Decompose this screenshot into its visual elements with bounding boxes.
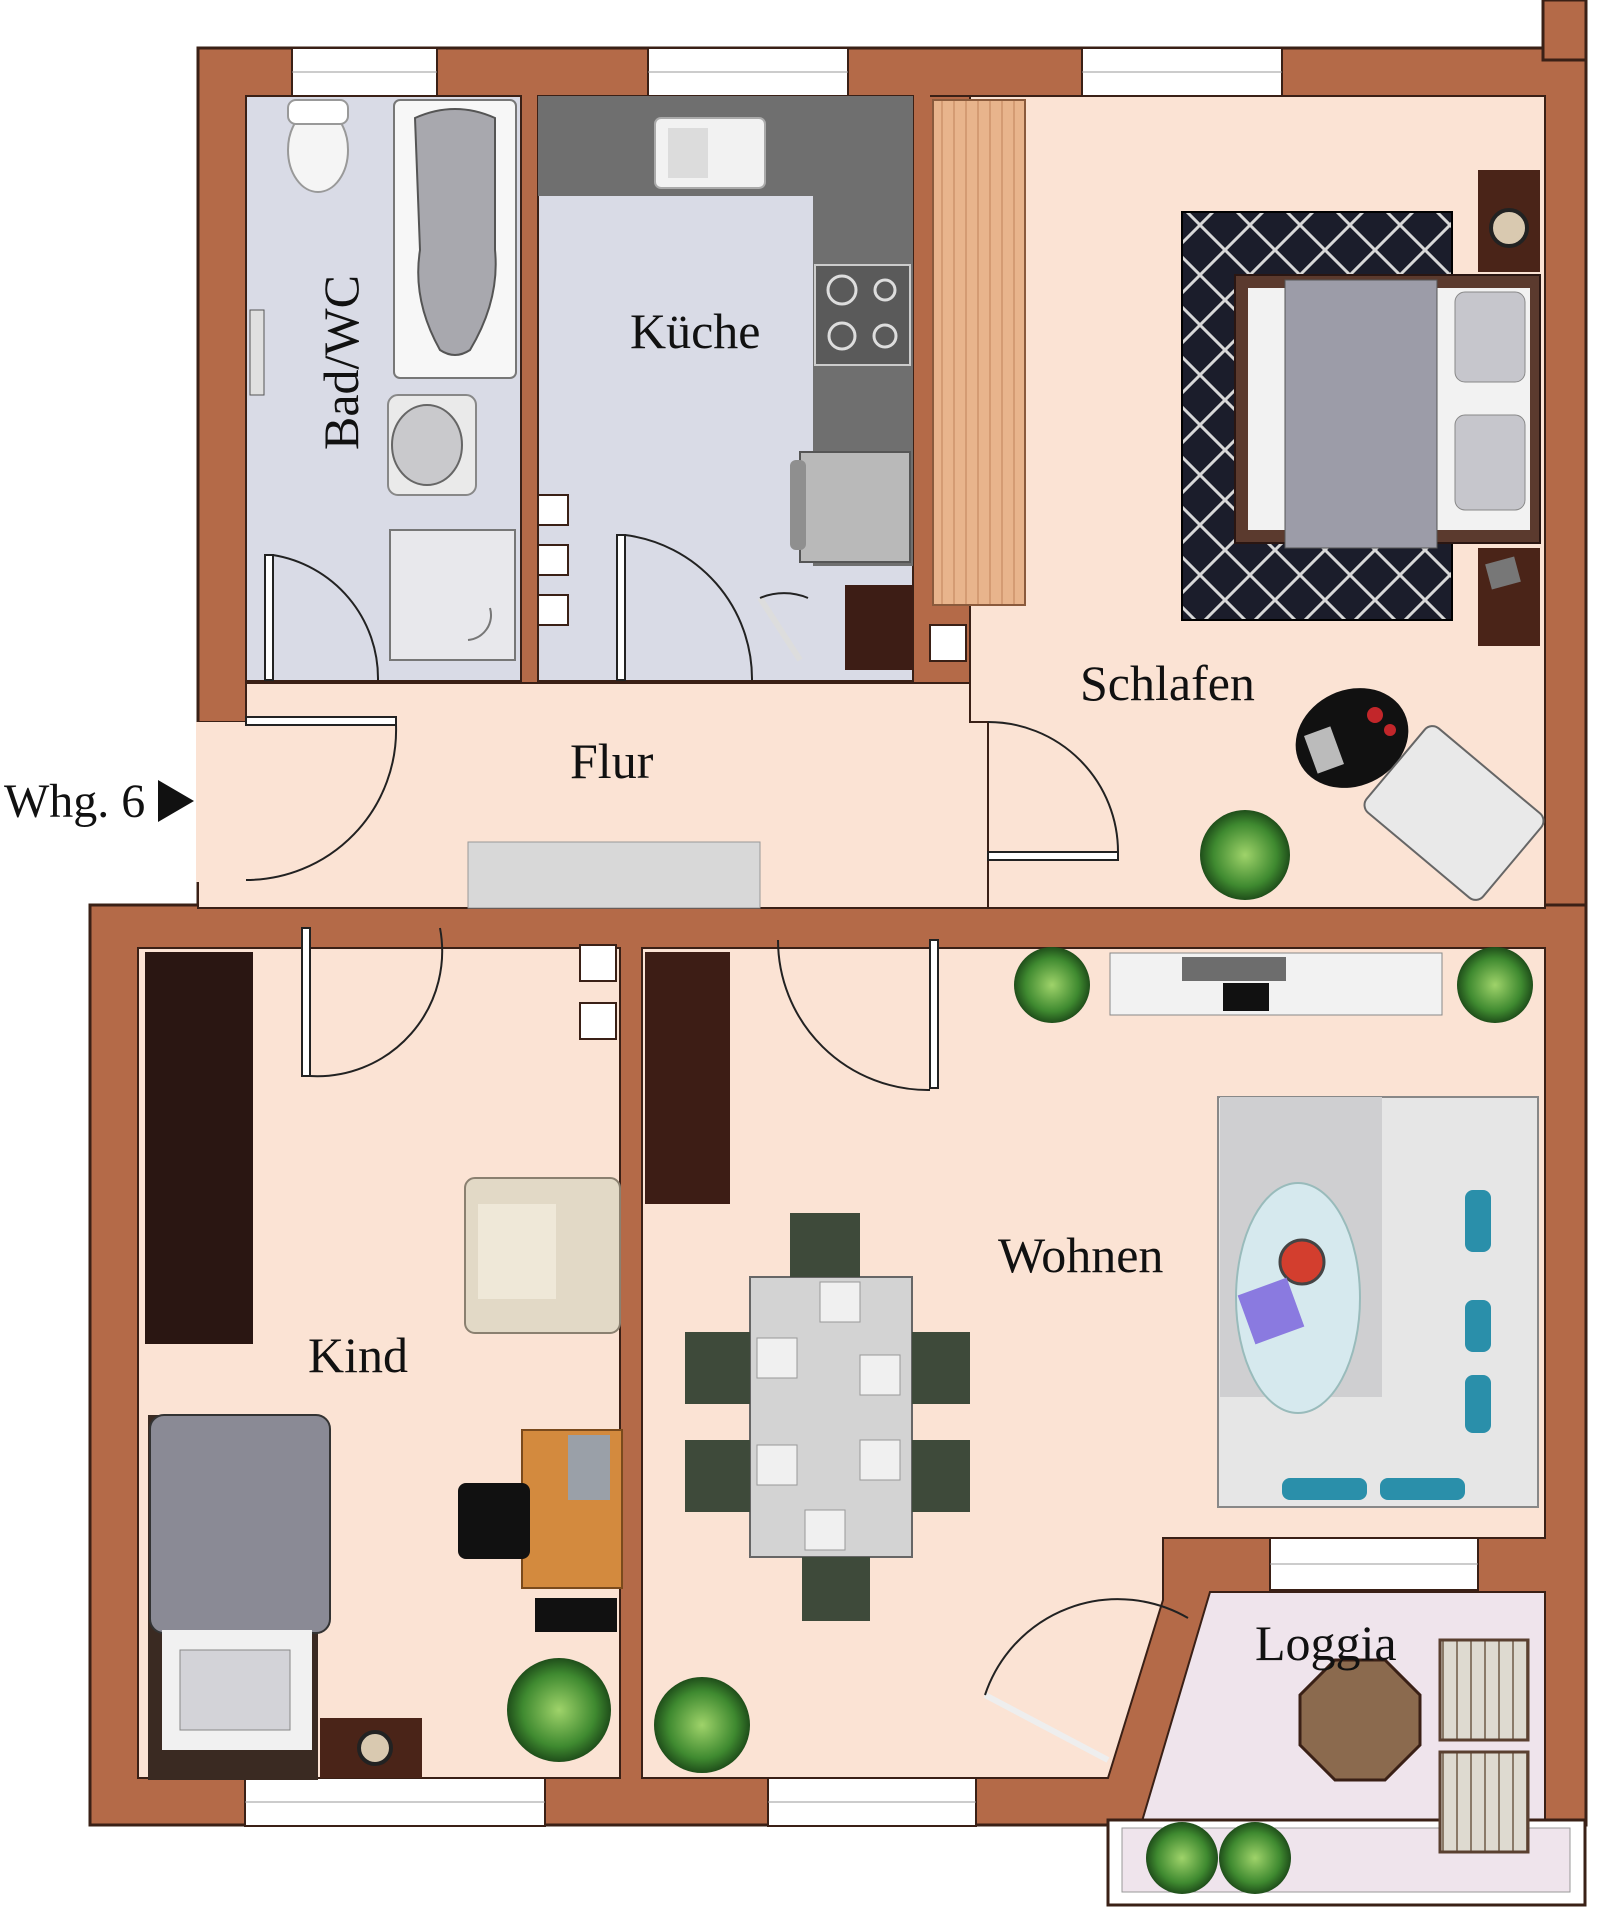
plant-icon — [1219, 1822, 1291, 1894]
plant-icon — [654, 1677, 750, 1773]
loggia-furniture — [1298, 1638, 1530, 1854]
living-room-furniture — [645, 952, 1539, 1621]
office-chair — [458, 1483, 530, 1559]
entrance-arrow-icon — [158, 780, 194, 822]
plants — [507, 810, 1533, 1894]
bathroom-fixtures — [249, 99, 517, 661]
deck-chair — [1438, 1638, 1530, 1742]
patio-table — [1298, 1658, 1422, 1782]
sideboard — [645, 952, 730, 1204]
kitchen-fixtures — [538, 96, 913, 670]
plant-icon — [1146, 1822, 1218, 1894]
deck-chair — [1438, 1750, 1530, 1854]
plant-icon — [1457, 947, 1533, 1023]
wardrobe — [145, 952, 253, 1344]
bedroom-furniture — [932, 99, 1545, 901]
room-label-schlafen: Schlafen — [1080, 655, 1255, 711]
stove-icon — [814, 264, 911, 366]
armchair — [1363, 725, 1545, 901]
room-label-flur: Flur — [570, 733, 654, 789]
room-label-kind: Kind — [308, 1327, 408, 1383]
coffee-table — [1235, 1182, 1361, 1414]
room-label-kueche: Küche — [630, 303, 761, 359]
plant-icon — [507, 1658, 611, 1762]
plant-icon — [1014, 947, 1090, 1023]
room-label-bad: Bad/WC — [313, 275, 369, 450]
sink-icon — [391, 404, 463, 486]
kids-room-furniture — [145, 952, 623, 1780]
fridge-icon — [799, 451, 911, 563]
shower-icon — [389, 529, 516, 661]
ventilation-shafts — [537, 494, 967, 1040]
wardrobe — [932, 99, 1026, 606]
doors — [245, 534, 1189, 1763]
room-label-loggia: Loggia — [1255, 1615, 1397, 1671]
hall-cabinet — [467, 841, 761, 909]
room-label-wohnen: Wohnen — [998, 1227, 1163, 1283]
plant-icon — [1200, 810, 1290, 900]
entrance-label: Whg. 6 — [4, 775, 145, 828]
